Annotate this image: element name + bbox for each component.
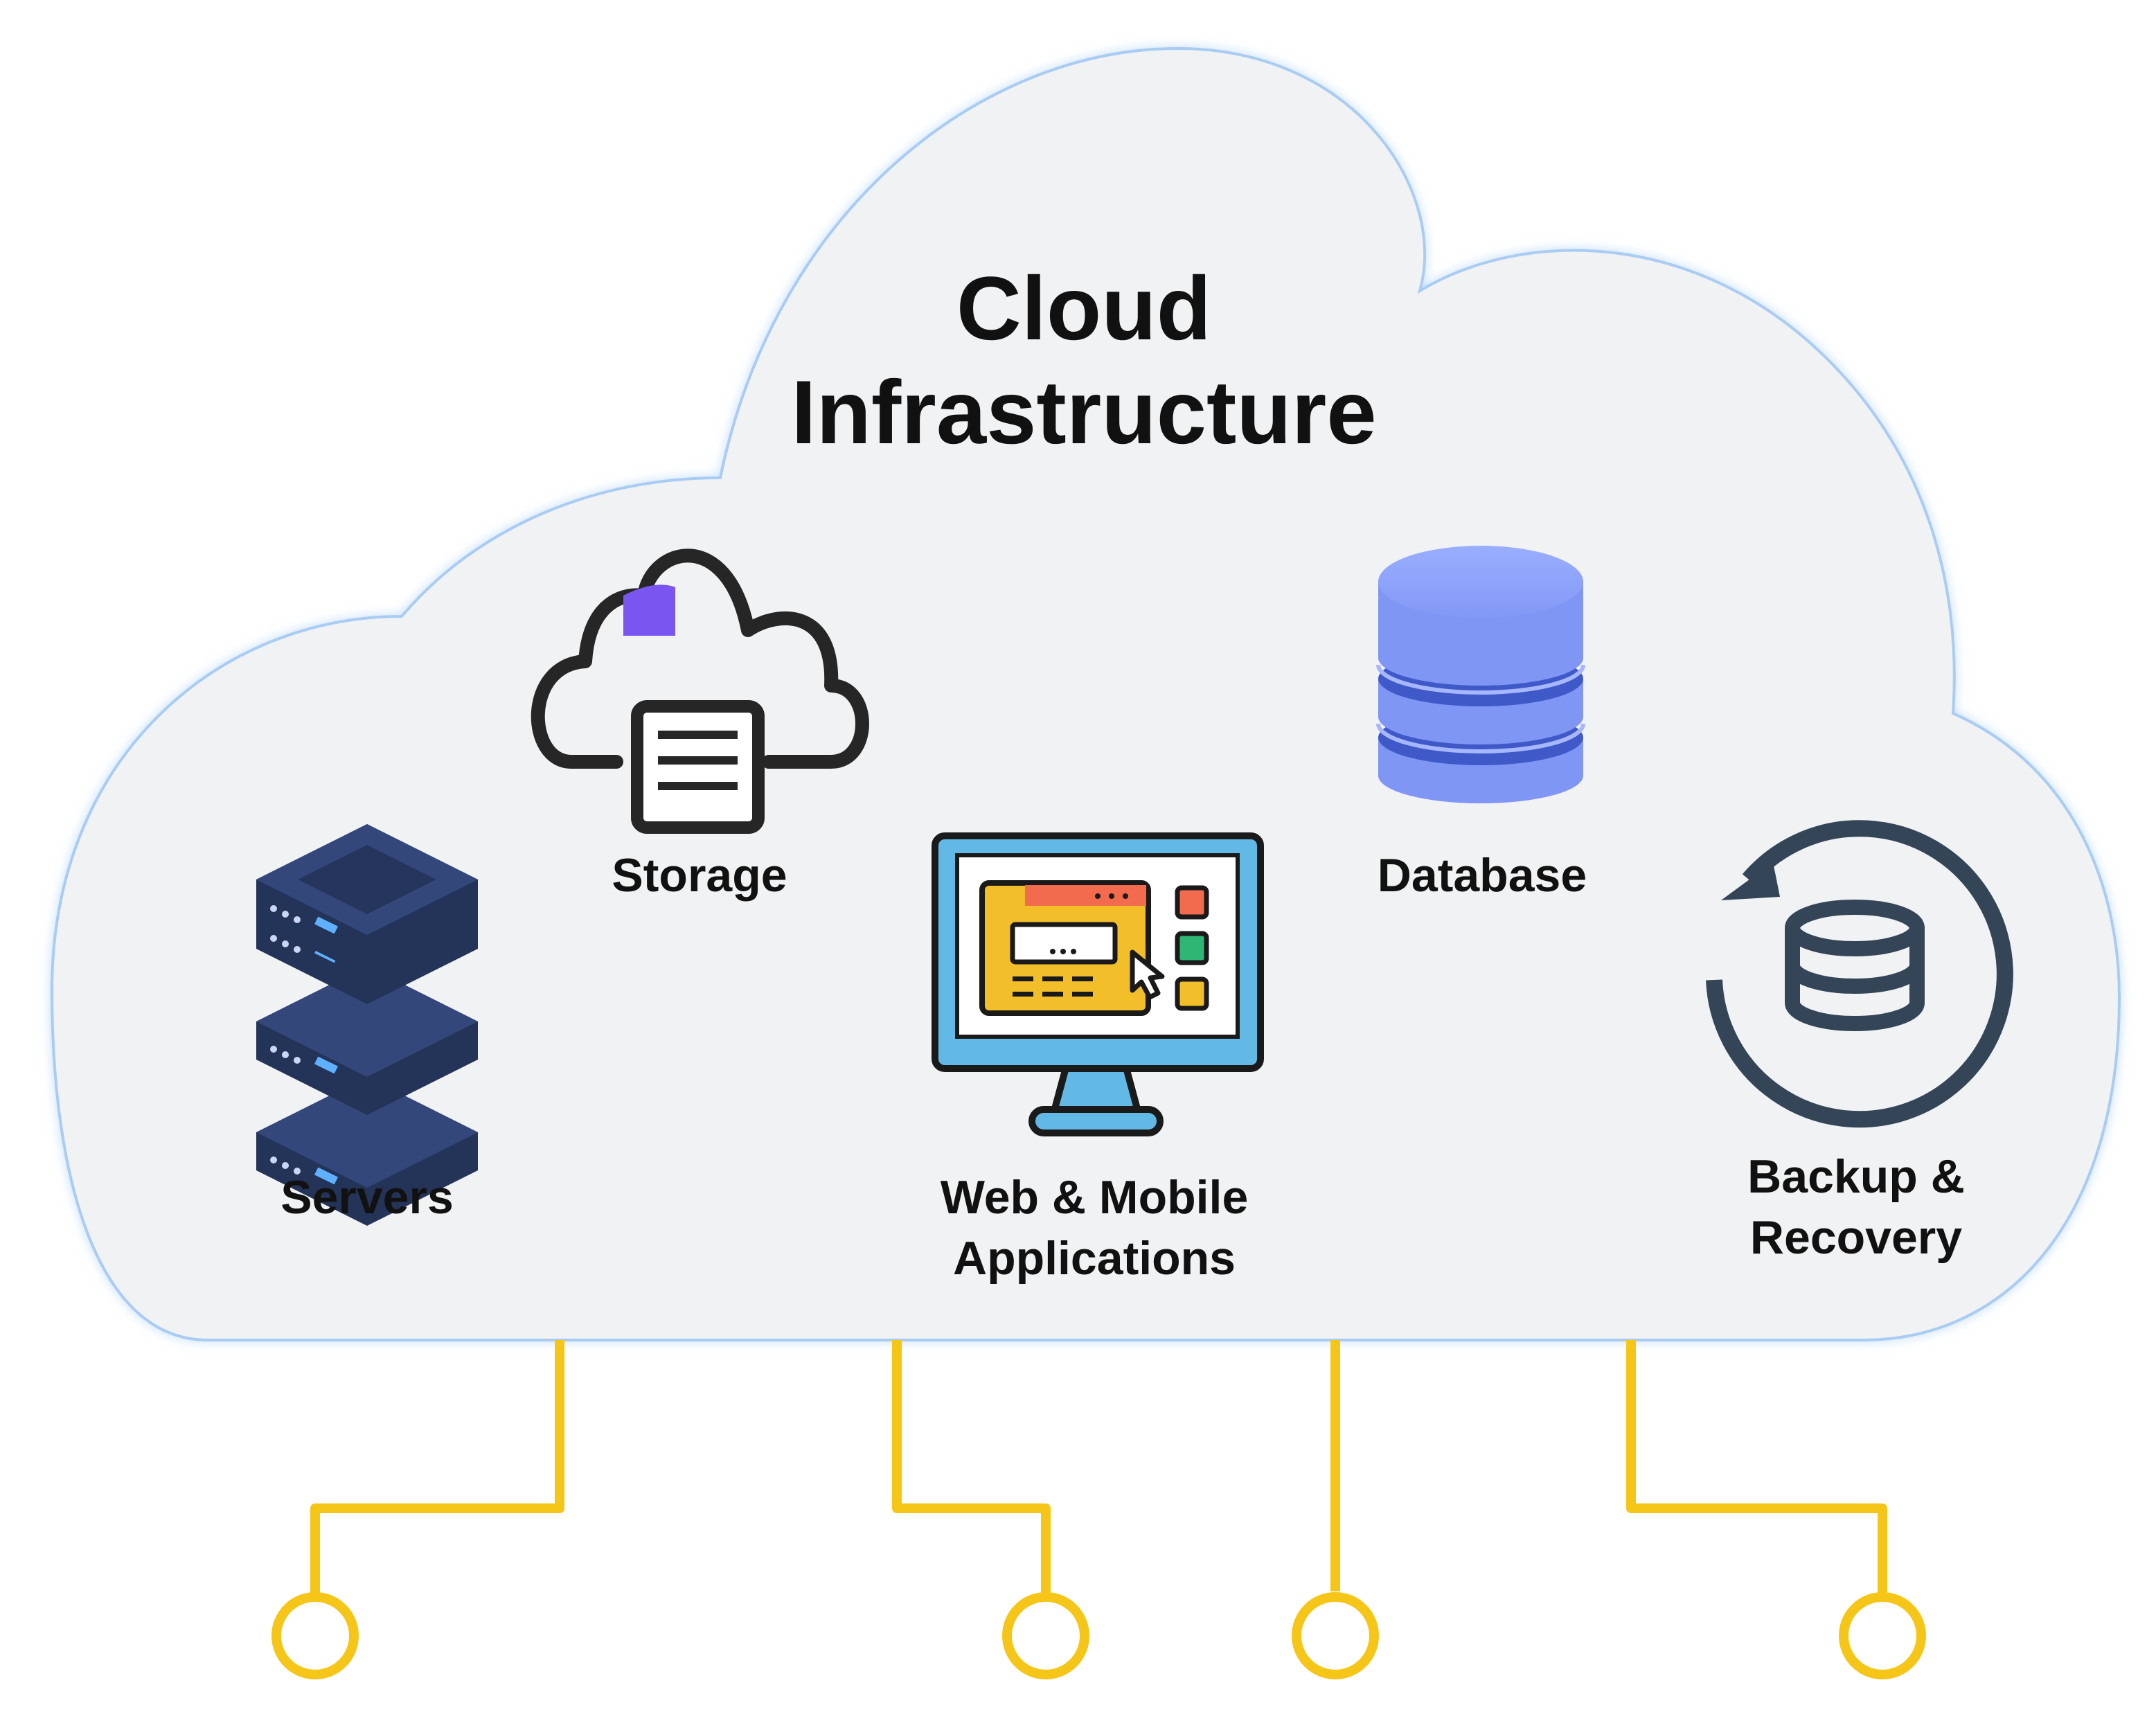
page-title: Cloud Infrastructure bbox=[734, 256, 1434, 464]
database-icon bbox=[1376, 546, 1585, 803]
cloud-storage-icon bbox=[531, 548, 869, 834]
web-mobile-label-line2: Applications bbox=[952, 1232, 1236, 1285]
web-mobile-label: Web & Mobile Applications bbox=[887, 1167, 1302, 1289]
servers-label: Servers bbox=[280, 1171, 454, 1224]
connector-line-4 bbox=[1626, 1340, 1887, 1593]
web-mobile-label-line1: Web & Mobile bbox=[940, 1171, 1249, 1224]
cloud-shape bbox=[50, 46, 2121, 1341]
title-line-1: Cloud bbox=[956, 258, 1212, 359]
server-stack-icon bbox=[256, 824, 478, 1226]
connector-node-icon bbox=[1002, 1592, 1089, 1679]
database-label: Database bbox=[1377, 849, 1587, 902]
connector-lines bbox=[310, 1340, 1887, 1596]
connector-node-icon bbox=[271, 1592, 359, 1679]
backup-label-line2: Recovery bbox=[1749, 1211, 1963, 1264]
title-line-2: Infrastructure bbox=[791, 361, 1377, 463]
connector-line-2 bbox=[892, 1340, 1051, 1593]
connector-line-1 bbox=[310, 1340, 564, 1596]
monitor-app-icon bbox=[932, 832, 1264, 1136]
backup-label-line1: Backup & bbox=[1747, 1150, 1965, 1203]
storage-label: Storage bbox=[612, 849, 787, 902]
connector-node-icon bbox=[1292, 1592, 1379, 1679]
connector-node-icon bbox=[1839, 1592, 1926, 1679]
backup-recovery-label: Backup & Recovery bbox=[1683, 1146, 2029, 1268]
backup-recovery-icon bbox=[1706, 820, 2013, 1128]
